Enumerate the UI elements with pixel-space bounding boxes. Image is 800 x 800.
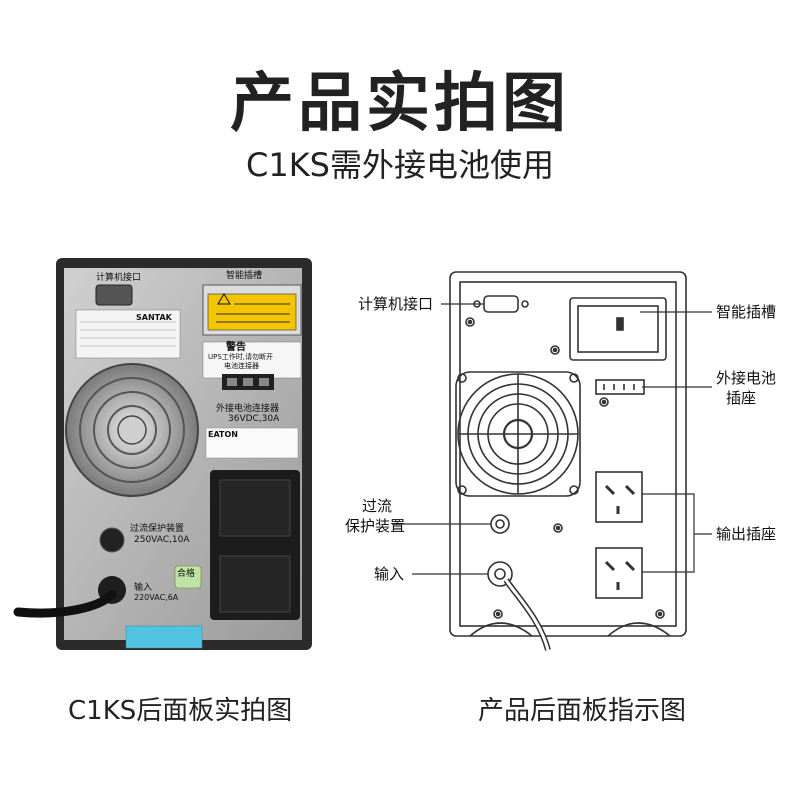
photo-breaker [99,527,125,553]
photo-computer-port-text: 计算机接口 [96,273,142,283]
diagram-outlet-bottom [595,547,643,599]
photo-power-cable [13,589,117,618]
label-breaker-2: 保护装置 [345,517,406,535]
diagram-fan-frame [455,371,581,497]
photo-rating-label [75,309,181,359]
label-smart-slot: 智能插槽 [716,303,777,321]
diagram-db9-port [483,295,519,313]
diagram-foot-right [607,622,671,637]
photo-caption: C1KS后面板实拍图 [68,696,293,726]
diagram-outlet-top [595,471,643,523]
photo-qc-sticker [174,565,202,589]
photo-warning-text-2: 电池连接器 [224,362,259,370]
diagram-foot-left [469,622,533,637]
photo-qc-text: 合格 [177,569,196,579]
photo-db9-port [95,284,133,306]
photo-breaker-text: 过流保护装置 [130,524,185,534]
label-breaker-1: 过流 [362,497,393,515]
photo-eaton-logo: EATON [208,430,238,439]
photo-input-rating: 220VAC,6A [134,593,179,602]
label-battery-socket-1: 外接电池 [716,369,777,387]
label-input: 输入 [374,565,405,583]
photo-warning-text-1: UPS工作时,请勿断开 [208,353,274,361]
photo-warning-sticker [202,341,302,379]
label-output-socket: 输出插座 [716,525,777,543]
photo-breaker-rating: 250VAC,10A [134,535,190,545]
photo-barcode-sticker [205,427,299,459]
label-battery-socket-2: 插座 [726,389,757,407]
diagram-inner-plate [459,281,677,627]
photo-warning-title: 警告 [226,342,246,353]
photo-input-text: 输入 [134,583,153,593]
diagram-caption: 产品后面板指示图 [478,696,687,726]
diagram-housing [449,271,687,637]
photo-brand-text: SANTAK [136,313,172,322]
page-subtitle: C1KS需外接电池使用 [245,146,554,184]
diagram-smart-slot [569,297,667,361]
photo-battery-connector-text: 外接电池连接器 [216,404,280,414]
leader-output-bracket [642,493,695,573]
label-computer-port: 计算机接口 [358,295,434,313]
photo-battery-connector-rating: 36VDC,30A [228,414,280,424]
diagram-breaker [490,514,510,534]
photo-blue-sticker [125,625,203,649]
photo-smart-slot-text: 智能插槽 [226,271,263,281]
page-title: 产品实拍图 [230,67,570,141]
